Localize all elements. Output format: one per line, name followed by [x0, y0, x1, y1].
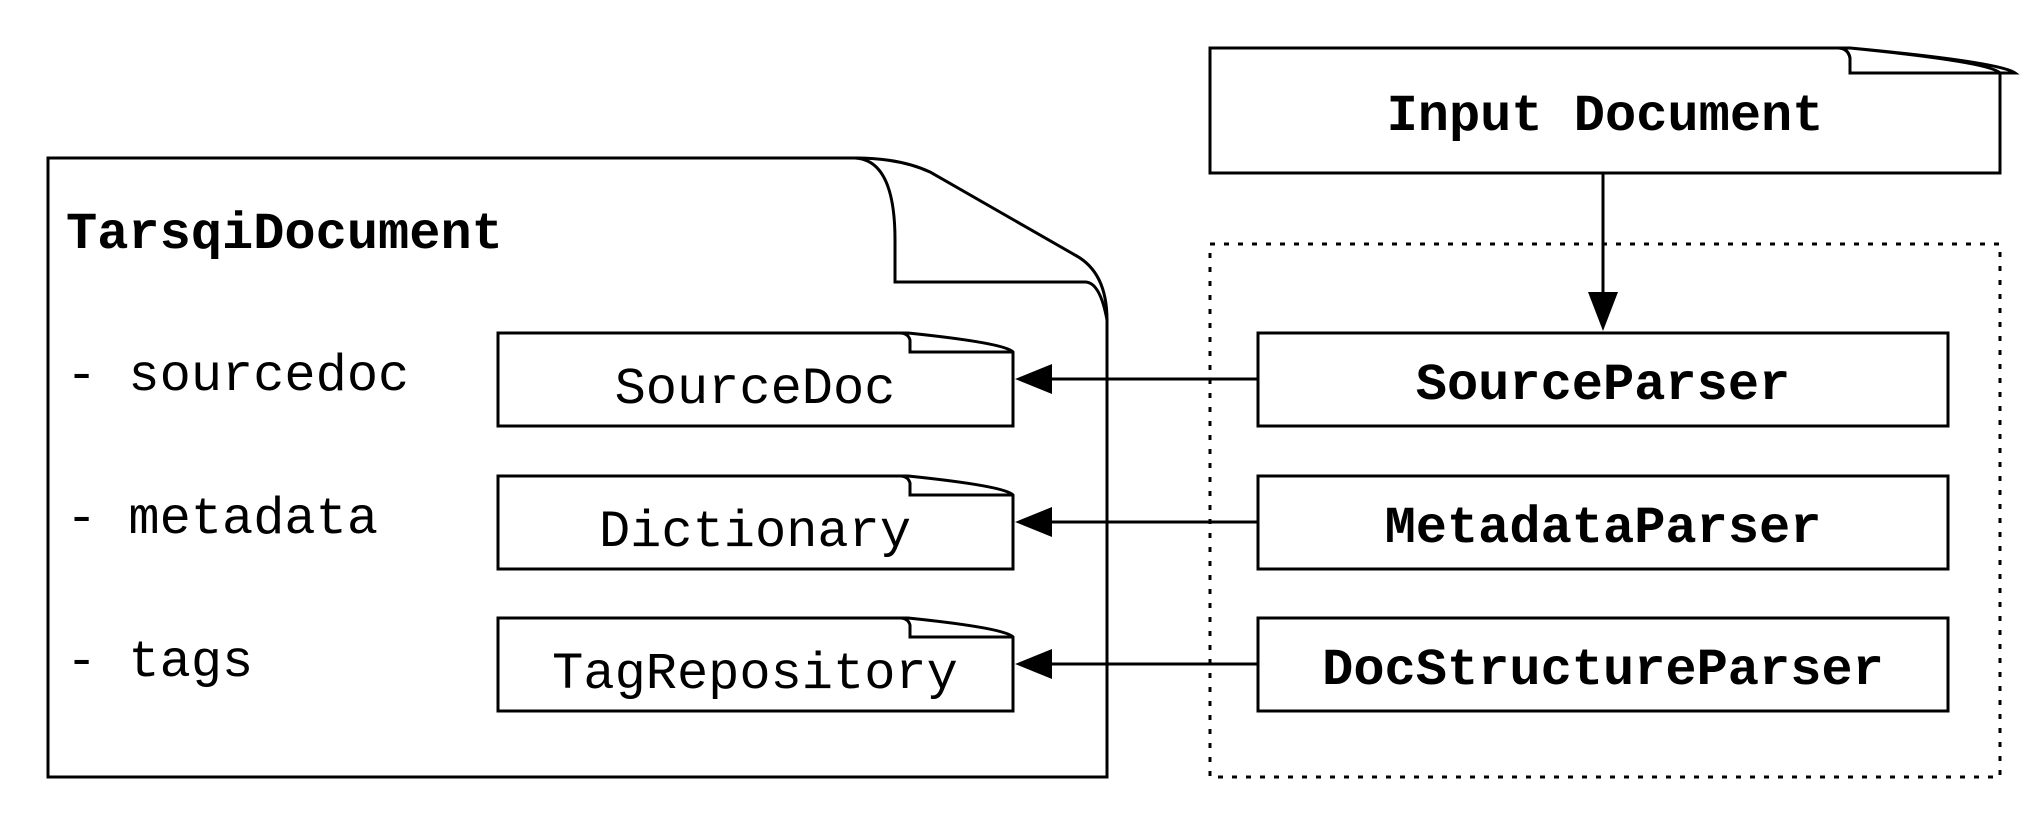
metadataparser-label: MetadataParser	[1385, 499, 1822, 558]
tagrepository-node: TagRepository	[496, 616, 1015, 713]
arrow-sourceparser-to-sourcedoc-head	[1015, 364, 1052, 394]
arrow-metadataparser-to-dictionary-head	[1015, 507, 1052, 537]
arrow-input-to-sourceparser	[1588, 173, 1618, 331]
tarsqi-document-fold-icon	[854, 156, 1109, 321]
arrow-sourceparser-to-sourcedoc	[1015, 364, 1258, 394]
input-document-node: Input Document	[1208, 46, 2020, 175]
sourcedoc-fold-icon	[899, 331, 1013, 354]
input-document-label: Input Document	[1387, 87, 1824, 146]
docstructureparser-node: DocStructureParser	[1256, 616, 1950, 713]
field-label-sourcedoc: - sourcedoc	[66, 347, 409, 406]
input-document-fold-icon	[1837, 46, 2000, 75]
dictionary-node: Dictionary	[496, 474, 1015, 571]
arrow-input-to-sourceparser-head	[1588, 292, 1618, 331]
sourcedoc-node: SourceDoc	[496, 331, 1015, 428]
dictionary-label: Dictionary	[599, 503, 911, 562]
docstructureparser-label: DocStructureParser	[1322, 641, 1884, 700]
field-label-tags: - tags	[66, 633, 253, 692]
dictionary-fold-icon	[899, 474, 1013, 497]
sourceparser-node: SourceParser	[1256, 331, 1950, 428]
tagrepository-label: TagRepository	[552, 645, 958, 704]
metadataparser-node: MetadataParser	[1256, 474, 1950, 571]
sourcedoc-label: SourceDoc	[615, 360, 896, 419]
tarsqi-document-title: TarsqiDocument	[66, 205, 503, 264]
field-label-metadata: - metadata	[66, 490, 378, 549]
sourceparser-label: SourceParser	[1416, 356, 1790, 415]
parser-group-container	[1208, 242, 2002, 779]
tagrepository-fold-icon	[899, 616, 1013, 639]
arrow-docstructureparser-to-tagrepository	[1015, 649, 1258, 679]
arrow-docstructureparser-to-tagrepository-head	[1015, 649, 1052, 679]
arrow-metadataparser-to-dictionary	[1015, 507, 1258, 537]
metadataparser-box	[1256, 474, 1950, 571]
